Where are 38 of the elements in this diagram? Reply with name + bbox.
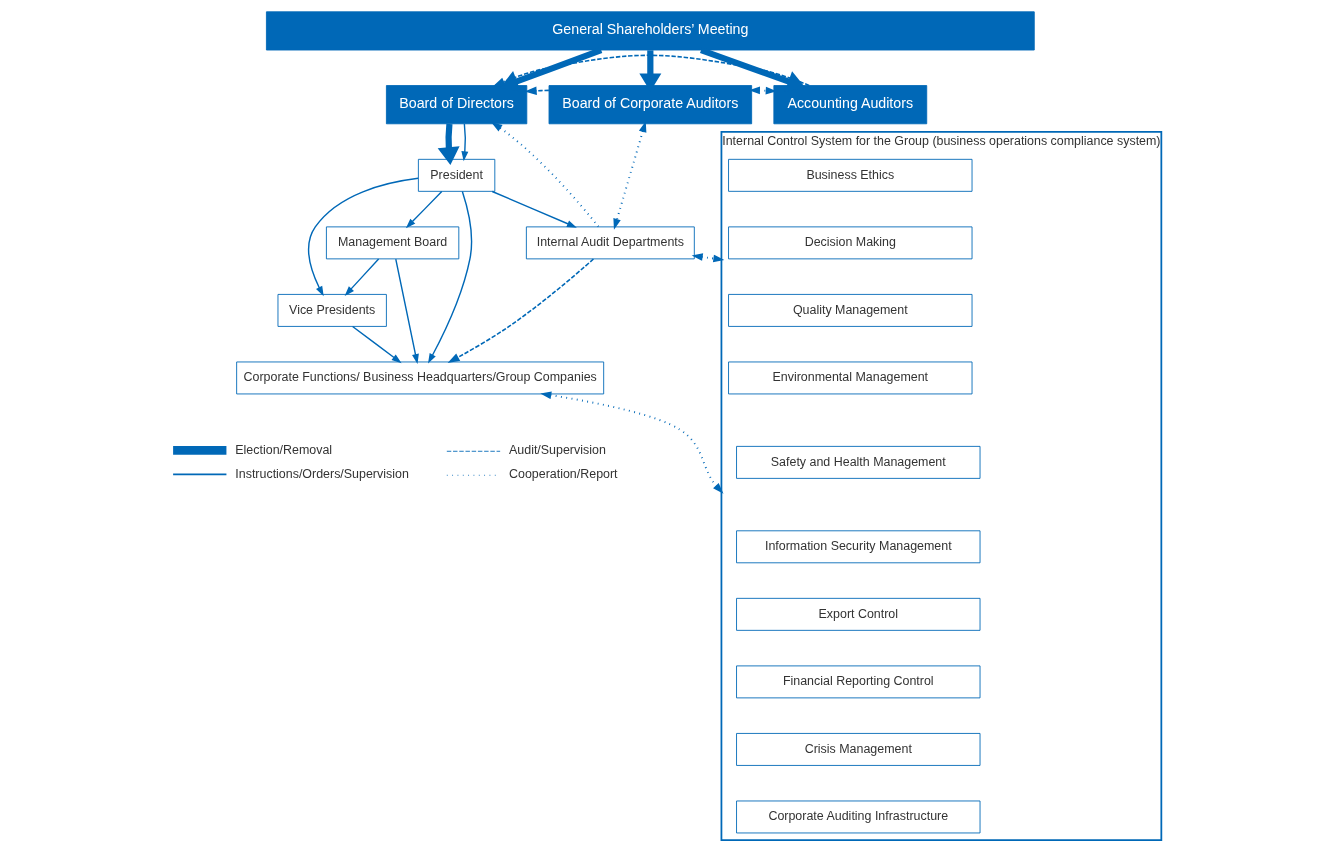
node-box: Environmental Management <box>728 361 973 395</box>
node-box: Corporate Functions/ Business Headquarters/Group Companies <box>236 361 605 395</box>
node-box: Decision Making <box>728 226 973 260</box>
arrow <box>491 190 577 228</box>
legend-label: Election/Removal <box>235 442 333 457</box>
node-box: Financial Reporting Control <box>736 665 981 699</box>
legend-label: Audit/Supervision <box>509 442 606 457</box>
arrow <box>308 177 419 297</box>
node-box: Vice Presidents <box>277 293 387 327</box>
arrow <box>447 258 595 363</box>
arrow <box>405 190 443 229</box>
node-box: Board of Directors <box>385 85 528 125</box>
node-box: Quality Management <box>728 293 973 327</box>
arrow <box>437 123 460 166</box>
arrow <box>351 325 402 364</box>
arrow <box>524 86 550 95</box>
node-box: Export Control <box>736 597 981 631</box>
arrow <box>344 258 380 296</box>
node-box: President <box>417 158 496 192</box>
node-box: Crisis Management <box>736 733 981 766</box>
node-box: Accounting Auditors <box>773 85 928 125</box>
arrow <box>491 122 600 228</box>
legend-label: Instructions/Orders/Supervision <box>235 466 409 481</box>
node-box: Management Board <box>325 226 460 260</box>
node-box: Safety and Health Management <box>736 445 981 479</box>
node-box: Information Security Management <box>736 530 981 564</box>
arrow <box>492 54 810 87</box>
node-box: Business Ethics <box>728 158 973 192</box>
node-box: Board of Corporate Auditors <box>548 85 753 125</box>
legend-label: Cooperation/Report <box>509 466 618 481</box>
arrow <box>395 258 419 365</box>
arrow <box>540 391 724 494</box>
arrow <box>461 123 469 162</box>
node-box: General Shareholders’ Meeting <box>265 11 1035 51</box>
node-box: Corporate Auditing Infrastructure <box>736 800 981 834</box>
arrow <box>428 190 473 364</box>
node-box: Internal Audit Departments <box>525 226 695 260</box>
arrow <box>613 121 647 230</box>
